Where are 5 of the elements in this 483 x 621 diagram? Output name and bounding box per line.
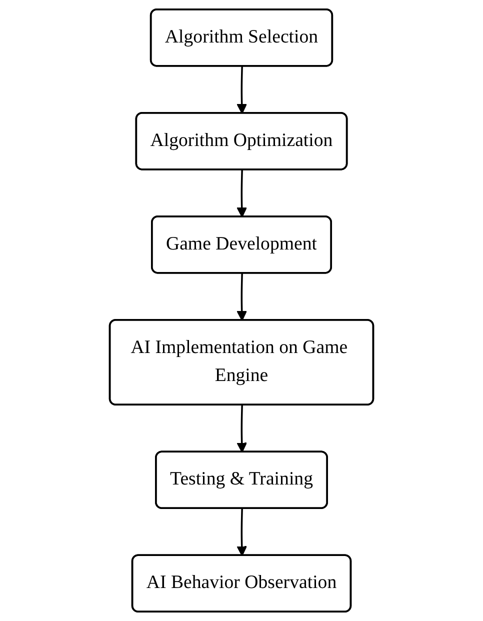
arrow [236, 273, 248, 321]
arrow [236, 405, 248, 453]
arrow [236, 508, 248, 556]
arrow [236, 66, 248, 114]
arrow [236, 170, 248, 218]
